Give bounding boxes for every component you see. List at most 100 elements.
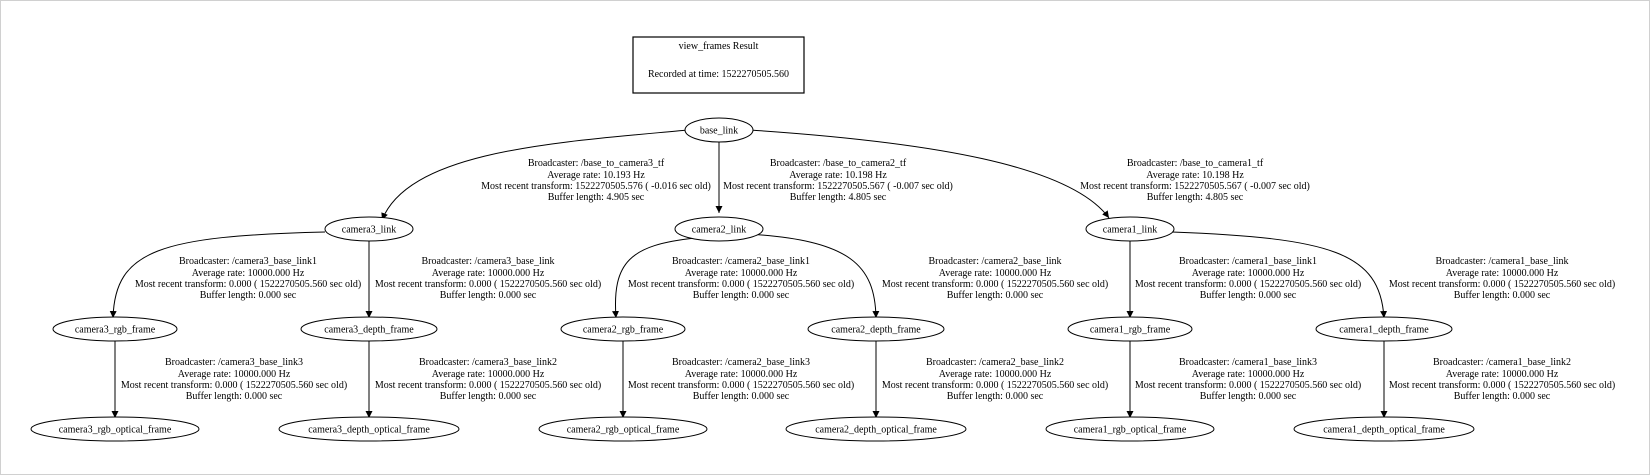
edge-buffer: Buffer length: 0.000 sec [693, 391, 790, 402]
edge-buffer: Buffer length: 0.000 sec [440, 391, 537, 402]
edge-broadcaster: Broadcaster: /camera3_base_link1 [179, 256, 317, 267]
node-label: camera2_link [692, 225, 746, 236]
node-camera2-link: camera2_link [674, 216, 764, 242]
edge-recent: Most recent transform: 0.000 ( 152227050… [882, 380, 1108, 391]
edge-buffer: Buffer length: 0.000 sec [1200, 391, 1297, 402]
edge-label-base-to-camera3: Broadcaster: /base_to_camera3_tf Average… [481, 158, 711, 203]
node-label: camera3_rgb_optical_frame [59, 425, 172, 436]
edge-broadcaster: Broadcaster: /base_to_camera2_tf [770, 158, 907, 169]
header-box: view_frames Result Recorded at time: 152… [632, 36, 805, 94]
node-label: camera1_depth_optical_frame [1323, 425, 1445, 436]
edge-buffer: Buffer length: 0.000 sec [1454, 290, 1551, 301]
node-label: camera3_depth_optical_frame [308, 425, 430, 436]
node-camera3-rgb-frame: camera3_rgb_frame [52, 316, 178, 342]
edge-rate: Average rate: 10000.000 Hz [939, 268, 1052, 279]
edge-recent: Most recent transform: 0.000 ( 152227050… [375, 380, 601, 391]
node-camera1-depth-frame: camera1_depth_frame [1315, 316, 1453, 342]
edge-c2-rgb [612, 237, 696, 319]
edge-broadcaster: Broadcaster: /camera1_base_link [1436, 256, 1569, 267]
node-base-link: base_link [684, 117, 754, 143]
edge-buffer: Buffer length: 0.000 sec [1454, 391, 1551, 402]
edge-lines [109, 129, 1388, 418]
node-label: camera1_rgb_optical_frame [1074, 425, 1187, 436]
node-camera3-rgb-optical-frame: camera3_rgb_optical_frame [30, 416, 200, 442]
node-label: camera2_rgb_optical_frame [567, 425, 680, 436]
edge-broadcaster: Broadcaster: /camera3_base_link3 [165, 357, 303, 368]
edge-broadcaster: Broadcaster: /camera2_base_link3 [672, 357, 810, 368]
edge-label-c3-rgb: Broadcaster: /camera3_base_link1 Average… [135, 256, 361, 301]
node-camera3-link: camera3_link [324, 216, 414, 242]
edge-rate: Average rate: 10000.000 Hz [939, 369, 1052, 380]
edge-rate: Average rate: 10000.000 Hz [432, 268, 545, 279]
edge-c1-depth [1171, 231, 1388, 319]
node-camera1-link: camera1_link [1085, 216, 1175, 242]
node-label: camera3_depth_frame [324, 325, 414, 336]
node-camera1-rgb-frame: camera1_rgb_frame [1067, 316, 1193, 342]
header-border [632, 36, 805, 94]
node-label: camera2_depth_frame [831, 325, 921, 336]
edge-recent: Most recent transform: 0.000 ( 152227050… [1389, 279, 1615, 290]
edge-rate: Average rate: 10000.000 Hz [1446, 268, 1559, 279]
node-label: camera1_rgb_frame [1090, 325, 1171, 336]
edge-recent: Most recent transform: 0.000 ( 152227050… [135, 279, 361, 290]
edge-label-c1-depth-opt: Broadcaster: /camera1_base_link2 Average… [1389, 357, 1615, 402]
edge-recent: Most recent transform: 0.000 ( 152227050… [628, 279, 854, 290]
edge-broadcaster: Broadcaster: /camera2_base_link [929, 256, 1062, 267]
edge-recent: Most recent transform: 1522270505.567 ( … [1080, 181, 1310, 192]
edge-rate: Average rate: 10.193 Hz [547, 170, 645, 181]
node-camera2-depth-optical-frame: camera2_depth_optical_frame [785, 416, 967, 442]
node-label: camera2_depth_optical_frame [815, 425, 937, 436]
edge-label-c3-rgb-opt: Broadcaster: /camera3_base_link3 Average… [121, 357, 347, 402]
edge-recent: Most recent transform: 0.000 ( 152227050… [628, 380, 854, 391]
edge-rate: Average rate: 10.198 Hz [1146, 170, 1244, 181]
edge-rate: Average rate: 10.198 Hz [789, 170, 887, 181]
node-camera1-depth-optical-frame: camera1_depth_optical_frame [1293, 416, 1475, 442]
edge-label-c2-depth-opt: Broadcaster: /camera2_base_link2 Average… [882, 357, 1108, 402]
edge-c2-depth [747, 233, 880, 319]
edge-broadcaster: Broadcaster: /camera3_base_link2 [419, 357, 557, 368]
edge-recent: Most recent transform: 0.000 ( 152227050… [1135, 380, 1361, 391]
header-recorded: Recorded at time: 1522270505.560 [648, 69, 789, 80]
node-camera3-depth-optical-frame: camera3_depth_optical_frame [278, 416, 460, 442]
edge-broadcaster: Broadcaster: /camera2_base_link2 [926, 357, 1064, 368]
edge-broadcaster: Broadcaster: /camera1_base_link3 [1179, 357, 1317, 368]
edge-c3-rgb [109, 231, 326, 319]
edge-rate: Average rate: 10000.000 Hz [192, 268, 305, 279]
node-camera2-depth-frame: camera2_depth_frame [807, 316, 945, 342]
edge-recent: Most recent transform: 1522270505.567 ( … [723, 181, 953, 192]
edge-rate: Average rate: 10000.000 Hz [1192, 369, 1305, 380]
edge-label-c1-depth: Broadcaster: /camera1_base_link Average … [1389, 256, 1615, 301]
edge-broadcaster: Broadcaster: /base_to_camera3_tf [528, 158, 665, 169]
edge-broadcaster: Broadcaster: /camera3_base_link [422, 256, 555, 267]
edge-recent: Most recent transform: 0.000 ( 152227050… [1389, 380, 1615, 391]
node-camera1-rgb-optical-frame: camera1_rgb_optical_frame [1045, 416, 1215, 442]
edge-buffer: Buffer length: 4.805 sec [1147, 192, 1244, 203]
edge-buffer: Buffer length: 0.000 sec [947, 391, 1044, 402]
edge-label-c1-rgb: Broadcaster: /camera1_base_link1 Average… [1135, 256, 1361, 301]
edge-rate: Average rate: 10000.000 Hz [1446, 369, 1559, 380]
edge-label-c2-rgb-opt: Broadcaster: /camera2_base_link3 Average… [628, 357, 854, 402]
edge-buffer: Buffer length: 4.805 sec [790, 192, 887, 203]
edge-buffer: Buffer length: 0.000 sec [186, 391, 283, 402]
edge-buffer: Buffer length: 4.905 sec [548, 192, 645, 203]
edge-label-c1-rgb-opt: Broadcaster: /camera1_base_link3 Average… [1135, 357, 1361, 402]
edge-label-c2-rgb: Broadcaster: /camera2_base_link1 Average… [628, 256, 854, 301]
edge-label-base-to-camera1: Broadcaster: /base_to_camera1_tf Average… [1080, 158, 1310, 203]
node-label: camera2_rgb_frame [583, 325, 664, 336]
edge-rate: Average rate: 10000.000 Hz [178, 369, 291, 380]
edge-buffer: Buffer length: 0.000 sec [947, 290, 1044, 301]
edge-buffer: Buffer length: 0.000 sec [1200, 290, 1297, 301]
edge-recent: Most recent transform: 0.000 ( 152227050… [1135, 279, 1361, 290]
edge-label-c2-depth: Broadcaster: /camera2_base_link Average … [882, 256, 1108, 301]
edge-rate: Average rate: 10000.000 Hz [685, 268, 798, 279]
edge-buffer: Buffer length: 0.000 sec [440, 290, 537, 301]
header-title: view_frames Result [679, 41, 759, 52]
edge-label-c3-depth: Broadcaster: /camera3_base_link Average … [375, 256, 601, 301]
edge-base-to-camera3 [381, 129, 689, 221]
edge-recent: Most recent transform: 0.000 ( 152227050… [121, 380, 347, 391]
edge-rate: Average rate: 10000.000 Hz [1192, 268, 1305, 279]
edge-label-base-to-camera2: Broadcaster: /base_to_camera2_tf Average… [723, 158, 953, 203]
edge-recent: Most recent transform: 0.000 ( 152227050… [375, 279, 601, 290]
